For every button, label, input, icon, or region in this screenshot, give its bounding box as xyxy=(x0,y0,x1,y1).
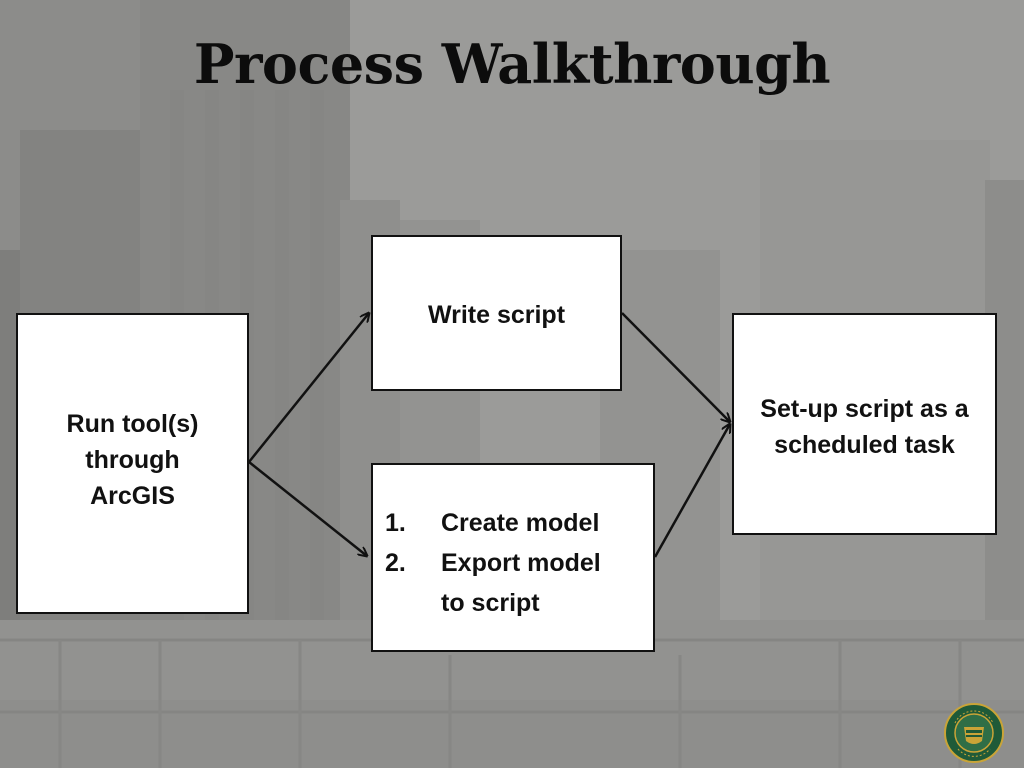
step-number: 2. xyxy=(385,549,406,577)
node-write-script: Write script xyxy=(371,235,622,391)
node-scheduled-task-label: Set-up script as a scheduled task xyxy=(760,395,969,459)
arrow-write-to-schedule xyxy=(621,312,730,422)
node-run-tools-label: Run tool(s) through ArcGIS xyxy=(66,409,199,510)
step-text: Export model to script xyxy=(441,549,601,617)
county-seal-logo xyxy=(944,703,1004,763)
node-model-steps: 1. Create model 2. Export model to scrip… xyxy=(371,463,655,652)
list-item: 2. Export model to script xyxy=(385,543,645,623)
node-scheduled-task: Set-up script as a scheduled task xyxy=(732,313,997,535)
arrow-run-to-write xyxy=(248,313,369,463)
arrow-model-to-schedule xyxy=(653,424,730,558)
node-run-tools: Run tool(s) through ArcGIS xyxy=(16,313,249,614)
model-steps-list: 1. Create model 2. Export model to scrip… xyxy=(385,503,645,623)
step-text: Create model xyxy=(441,509,600,537)
arrow-run-to-model xyxy=(248,461,367,556)
slide-title: Process Walkthrough xyxy=(193,32,831,96)
node-write-script-label: Write script xyxy=(427,301,566,329)
list-item: 1. Create model xyxy=(385,503,645,543)
step-number: 1. xyxy=(385,509,406,537)
